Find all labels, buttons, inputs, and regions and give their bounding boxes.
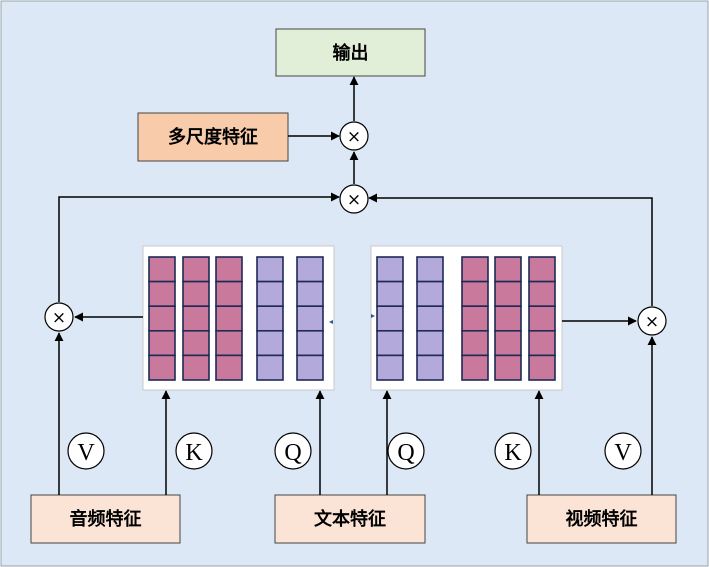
feature-cell — [296, 354, 324, 381]
svg-text:×: × — [52, 308, 66, 328]
feature-cell — [461, 256, 489, 283]
feature-cell — [182, 305, 210, 332]
feature-bar-right-1 — [376, 256, 404, 381]
feature-cell — [215, 256, 243, 283]
feature-bar-left-4 — [256, 256, 284, 381]
feature-cell — [494, 354, 522, 381]
feature-cell — [416, 280, 444, 308]
query-input-left: Q — [274, 432, 312, 470]
feature-bar-left-1 — [148, 256, 176, 381]
feature-cell — [461, 280, 489, 308]
feature-cell — [296, 256, 324, 283]
feature-bar-right-4 — [494, 256, 522, 381]
feature-cell — [461, 329, 489, 357]
output-label: 输出 — [333, 42, 369, 64]
feature-cell — [376, 305, 404, 332]
feature-cell — [182, 354, 210, 381]
multiscale-feature-box: 多尺度特征 — [137, 112, 289, 162]
feature-cell — [416, 305, 444, 332]
feature-cell — [256, 354, 284, 381]
value-input-left: V — [67, 432, 105, 470]
text-feature-label: 文本特征 — [314, 508, 386, 530]
feature-cell — [416, 354, 444, 381]
feature-cell — [528, 354, 556, 381]
feature-bar-right-5 — [528, 256, 556, 381]
feature-cell — [148, 329, 176, 357]
audio-feature-label: 音频特征 — [70, 508, 142, 530]
feature-bar-right-2 — [416, 256, 444, 381]
video-feature-label: 视频特征 — [566, 508, 638, 530]
feature-cell — [256, 280, 284, 308]
feature-cell — [256, 329, 284, 357]
feature-cell — [256, 256, 284, 283]
multiply-operator-left: × — [44, 302, 74, 332]
feature-cell — [494, 329, 522, 357]
multiscale-feature-label: 多尺度特征 — [168, 126, 258, 148]
feature-bar-left-3 — [215, 256, 243, 381]
svg-text:K: K — [504, 440, 522, 466]
svg-text:K: K — [185, 440, 203, 466]
svg-text:V: V — [614, 440, 632, 466]
feature-cell — [296, 305, 324, 332]
key-input-right: K — [494, 432, 532, 470]
feature-cell — [215, 305, 243, 332]
multiply-operator-middle: × — [339, 184, 369, 214]
feature-cell — [148, 354, 176, 381]
edge-marker-left — [329, 320, 333, 324]
feature-cell — [376, 280, 404, 308]
connectors — [54, 76, 657, 495]
feature-cell — [494, 280, 522, 308]
video-feature-box: 视频特征 — [526, 494, 677, 544]
feature-bar-left-2 — [182, 256, 210, 381]
feature-cell — [494, 256, 522, 283]
svg-text:Q: Q — [284, 440, 301, 466]
feature-cell — [215, 354, 243, 381]
feature-cell — [494, 305, 522, 332]
feature-cell — [376, 354, 404, 381]
feature-cell — [296, 329, 324, 357]
feature-cell — [528, 280, 556, 308]
feature-cell — [528, 305, 556, 332]
feature-cell — [461, 305, 489, 332]
feature-cell — [215, 329, 243, 357]
feature-cell — [416, 329, 444, 357]
feature-cell — [376, 256, 404, 283]
feature-cell — [528, 329, 556, 357]
key-input-left: K — [175, 432, 213, 470]
feature-cell — [148, 256, 176, 283]
feature-cell — [296, 280, 324, 308]
svg-text:×: × — [347, 190, 361, 210]
feature-bar-right-3 — [461, 256, 489, 381]
svg-text:V: V — [77, 440, 95, 466]
multiply-operator-right: × — [637, 306, 667, 336]
edge-marker-right — [371, 314, 375, 318]
feature-cell — [182, 256, 210, 283]
feature-cell — [148, 305, 176, 332]
feature-cell — [148, 280, 176, 308]
attention-block-left — [142, 245, 335, 391]
svg-text:×: × — [347, 127, 361, 147]
feature-cell — [528, 256, 556, 283]
feature-bar-left-5 — [296, 256, 324, 381]
feature-cell — [461, 354, 489, 381]
multiply-operator-top: × — [339, 121, 369, 151]
feature-cell — [215, 280, 243, 308]
feature-cell — [416, 256, 444, 283]
svg-text:×: × — [645, 312, 659, 332]
feature-cell — [182, 280, 210, 308]
text-feature-box: 文本特征 — [274, 494, 426, 544]
feature-cell — [256, 305, 284, 332]
value-input-right: V — [604, 432, 642, 470]
feature-cell — [182, 329, 210, 357]
output-box: 输出 — [275, 28, 426, 77]
attention-block-right — [370, 245, 563, 391]
audio-feature-box: 音频特征 — [30, 494, 181, 544]
svg-text:Q: Q — [397, 440, 414, 466]
feature-cell — [376, 329, 404, 357]
query-input-right: Q — [387, 432, 425, 470]
